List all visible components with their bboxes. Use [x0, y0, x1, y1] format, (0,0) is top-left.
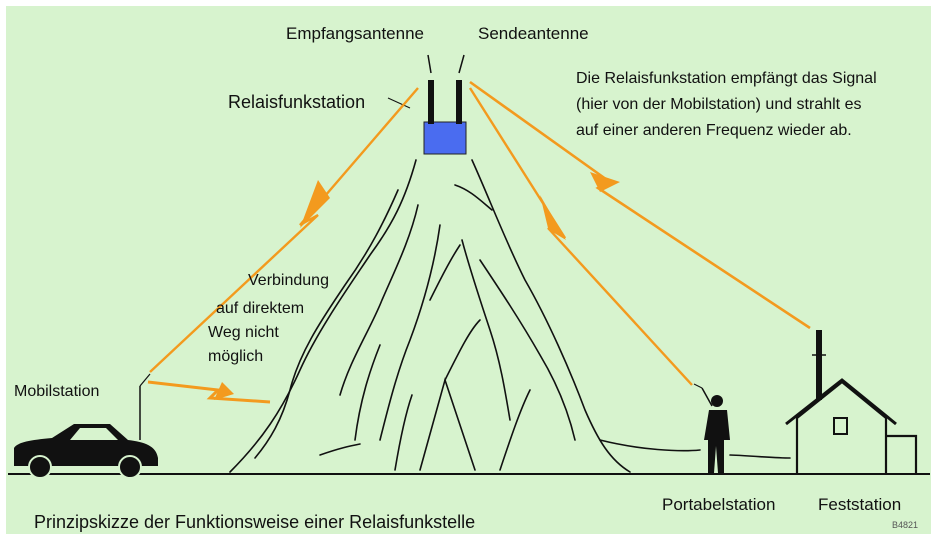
relay-station-pointer [387, 97, 411, 109]
relay-station-box [423, 121, 467, 155]
signal-relay-to-fixed [469, 80, 811, 330]
description-line-3: auf einer anderen Frequenz wieder ab. [576, 122, 852, 139]
direct-path-note-line-4: möglich [208, 348, 264, 365]
direct-path-note-line-3: Weg nicht [208, 324, 279, 341]
diagram-background [6, 6, 931, 534]
figure-caption: Prinzipskizze der Funktionsweise einer R… [34, 512, 476, 532]
person-icon [693, 383, 730, 473]
figure-code: B4821 [892, 520, 919, 530]
direct-path-note-line-1: Verbindung [248, 272, 329, 289]
signal-direct-blocked [147, 380, 271, 404]
signal-relay-to-portable-bolt [540, 195, 566, 240]
receive-antenna-mast [428, 80, 434, 124]
description-line-1: Die Relaisfunkstation empfängt das Signa… [576, 70, 877, 87]
transmit-antenna-pointer [458, 54, 465, 74]
description-line-2: (hier von der Mobilstation) und strahlt … [576, 96, 862, 113]
relay-station-label: Relaisfunkstation [228, 92, 366, 112]
receive-antenna-pointer [427, 54, 432, 74]
signal-direct-blocked-bolt [214, 382, 234, 400]
house-icon [785, 330, 918, 473]
mountain [229, 159, 791, 473]
receive-antenna-label: Empfangsantenne [286, 24, 424, 43]
fixed-station-label: Feststation [818, 495, 902, 514]
signal-mobile-to-relay-bolt [300, 180, 330, 228]
car-icon [14, 373, 158, 479]
mobile-station-label: Mobilstation [14, 383, 100, 400]
direct-path-note-line-2: auf direktem [216, 300, 305, 317]
portable-station-label: Portabelstation [662, 495, 776, 514]
signal-relay-to-fixed-bolt [590, 172, 620, 192]
transmit-antenna-label: Sendeantenne [478, 24, 589, 43]
lightning-icon [147, 80, 811, 404]
transmit-antenna-mast [456, 80, 462, 124]
signal-mobile-to-relay [149, 87, 419, 373]
